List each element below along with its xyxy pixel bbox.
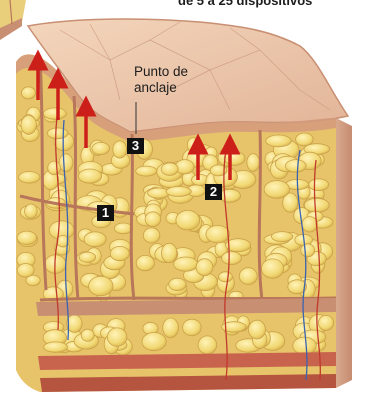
fat-lobule	[222, 252, 242, 265]
fat-lobule	[219, 189, 240, 202]
fat-lobule	[43, 108, 66, 119]
fat-lobule	[92, 142, 110, 154]
anchor-point-label: Punto de anclaje	[134, 64, 244, 96]
fat-lobule	[247, 154, 260, 172]
fat-lobule	[17, 231, 37, 244]
fat-lobule	[59, 154, 73, 172]
fat-lobule	[19, 172, 40, 184]
anchor-label-line1: Punto de	[134, 64, 244, 80]
fat-lobule	[25, 204, 38, 218]
fat-lobule	[262, 259, 284, 278]
fat-lobule	[206, 226, 230, 243]
fat-lobule	[84, 232, 106, 247]
fat-lobule	[107, 328, 127, 346]
fat-lobule	[224, 151, 245, 165]
fat-lobule	[143, 228, 160, 243]
fat-lobule	[196, 259, 213, 276]
fat-lobule	[22, 87, 36, 99]
fat-lobule	[175, 160, 194, 174]
fat-lobule	[318, 315, 333, 330]
fat-lobule	[161, 163, 178, 176]
fat-lobule	[264, 181, 289, 199]
fat-lobule	[136, 166, 157, 176]
fat-lobule	[79, 252, 96, 262]
fat-lobule	[89, 276, 113, 295]
fat-lobule	[219, 272, 233, 282]
fat-lobule	[148, 188, 170, 198]
fat-lobule	[21, 116, 36, 135]
fat-lobule	[163, 318, 179, 338]
top-caption: de 5 a 25 dispositivos	[178, 0, 369, 8]
fat-lobule	[166, 187, 191, 197]
fat-lobule	[67, 315, 82, 333]
fat-lobule	[113, 141, 127, 158]
fat-lobule	[142, 333, 166, 351]
anchor-label-line2: anclaje	[134, 80, 244, 96]
fat-lobule	[285, 160, 306, 173]
corner-fragment	[0, 0, 26, 40]
fat-lobule	[296, 133, 314, 146]
fat-lobule	[301, 244, 315, 257]
fat-lobule	[266, 135, 292, 147]
fat-lobule	[239, 268, 257, 285]
fat-lobule	[136, 255, 154, 270]
badge-3: 3	[127, 138, 144, 154]
fat-lobule	[169, 278, 186, 290]
fat-lobule	[44, 342, 68, 352]
fat-lobule	[47, 128, 68, 139]
fat-lobule	[174, 257, 198, 271]
fat-lobule	[110, 246, 129, 260]
fat-lobule	[249, 320, 266, 339]
fat-lobule	[79, 169, 102, 183]
fat-lobule	[271, 232, 292, 242]
fat-lobule	[293, 337, 316, 354]
badge-2: 2	[205, 184, 222, 200]
fat-lobule	[183, 319, 202, 336]
fat-lobule	[176, 210, 200, 230]
fat-lobule	[309, 179, 329, 191]
fat-lobule	[17, 264, 34, 278]
fat-lobule	[198, 336, 217, 354]
fat-lobule	[145, 212, 161, 227]
fat-lobule	[162, 243, 177, 262]
fat-lobule	[302, 217, 317, 232]
badge-1: 1	[97, 205, 114, 221]
block-right-face	[336, 118, 352, 388]
fat-lobule	[48, 161, 61, 175]
fat-lobule	[81, 329, 94, 341]
